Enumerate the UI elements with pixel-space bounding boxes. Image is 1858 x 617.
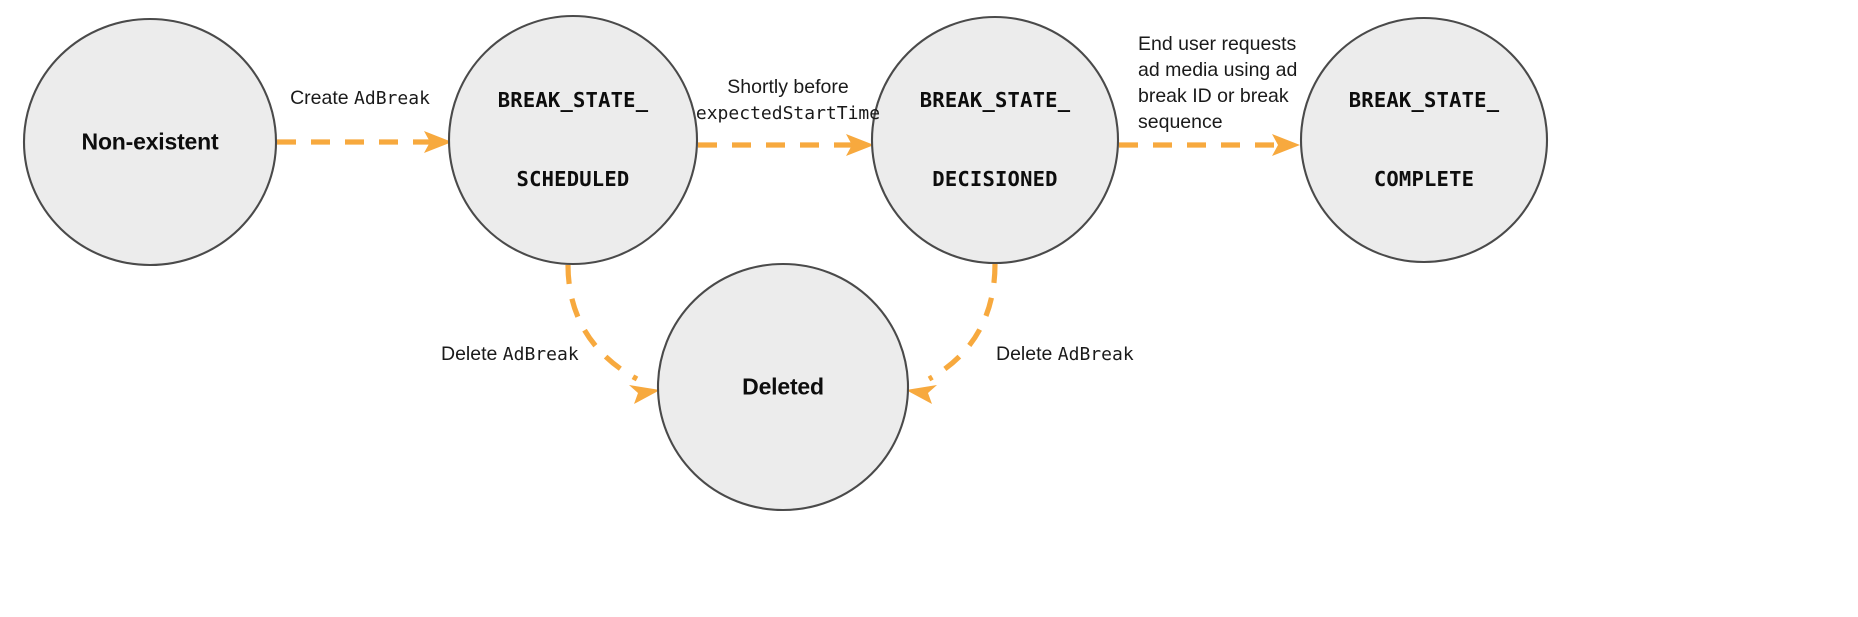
node-deleted[interactable] bbox=[656, 262, 910, 512]
edge-end-user-requests-arrowhead bbox=[1272, 134, 1300, 156]
edge-delete-from-decisioned bbox=[906, 263, 998, 404]
edge-create-adbreak bbox=[277, 131, 452, 153]
edge-delete-from-decisioned-path bbox=[927, 263, 998, 382]
edge-shortly-before-arrowhead bbox=[846, 134, 874, 156]
edge-delete-from-scheduled-arrowhead bbox=[629, 385, 660, 404]
edge-delete-from-scheduled bbox=[565, 264, 660, 404]
node-break-state-scheduled[interactable] bbox=[447, 14, 699, 266]
node-break-state-decisioned[interactable] bbox=[870, 15, 1120, 265]
edge-shortly-before bbox=[698, 134, 874, 156]
node-non-existent[interactable] bbox=[22, 17, 278, 267]
edge-create-adbreak-arrowhead bbox=[424, 131, 452, 153]
edge-delete-from-scheduled-path bbox=[565, 264, 639, 382]
edge-delete-from-decisioned-arrowhead bbox=[906, 385, 937, 404]
node-break-state-complete[interactable] bbox=[1299, 16, 1549, 264]
edge-end-user-requests bbox=[1119, 134, 1300, 156]
